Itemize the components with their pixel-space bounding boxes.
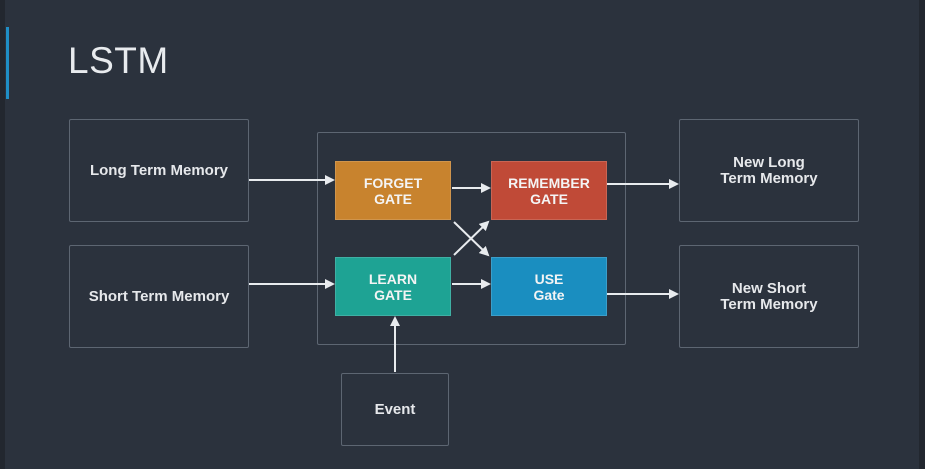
arrow-learn-to-remember <box>453 220 490 256</box>
right-frame <box>919 0 925 469</box>
learn-gate: LEARN GATE <box>335 257 451 316</box>
new-long-term-memory-box: New Long Term Memory <box>679 119 859 222</box>
forget-gate: FORGET GATE <box>335 161 451 220</box>
accent-bar <box>6 27 9 99</box>
left-frame <box>0 0 5 469</box>
long-term-memory-box: Long Term Memory <box>69 119 249 222</box>
use-gate: USE Gate <box>491 257 607 316</box>
new-short-term-memory-box: New Short Term Memory <box>679 245 859 348</box>
short-term-memory-box: Short Term Memory <box>69 245 249 348</box>
lstm-cell-container <box>317 132 626 345</box>
event-box: Event <box>341 373 449 446</box>
slide-title: LSTM <box>68 40 169 81</box>
remember-gate: REMEMBER GATE <box>491 161 607 220</box>
